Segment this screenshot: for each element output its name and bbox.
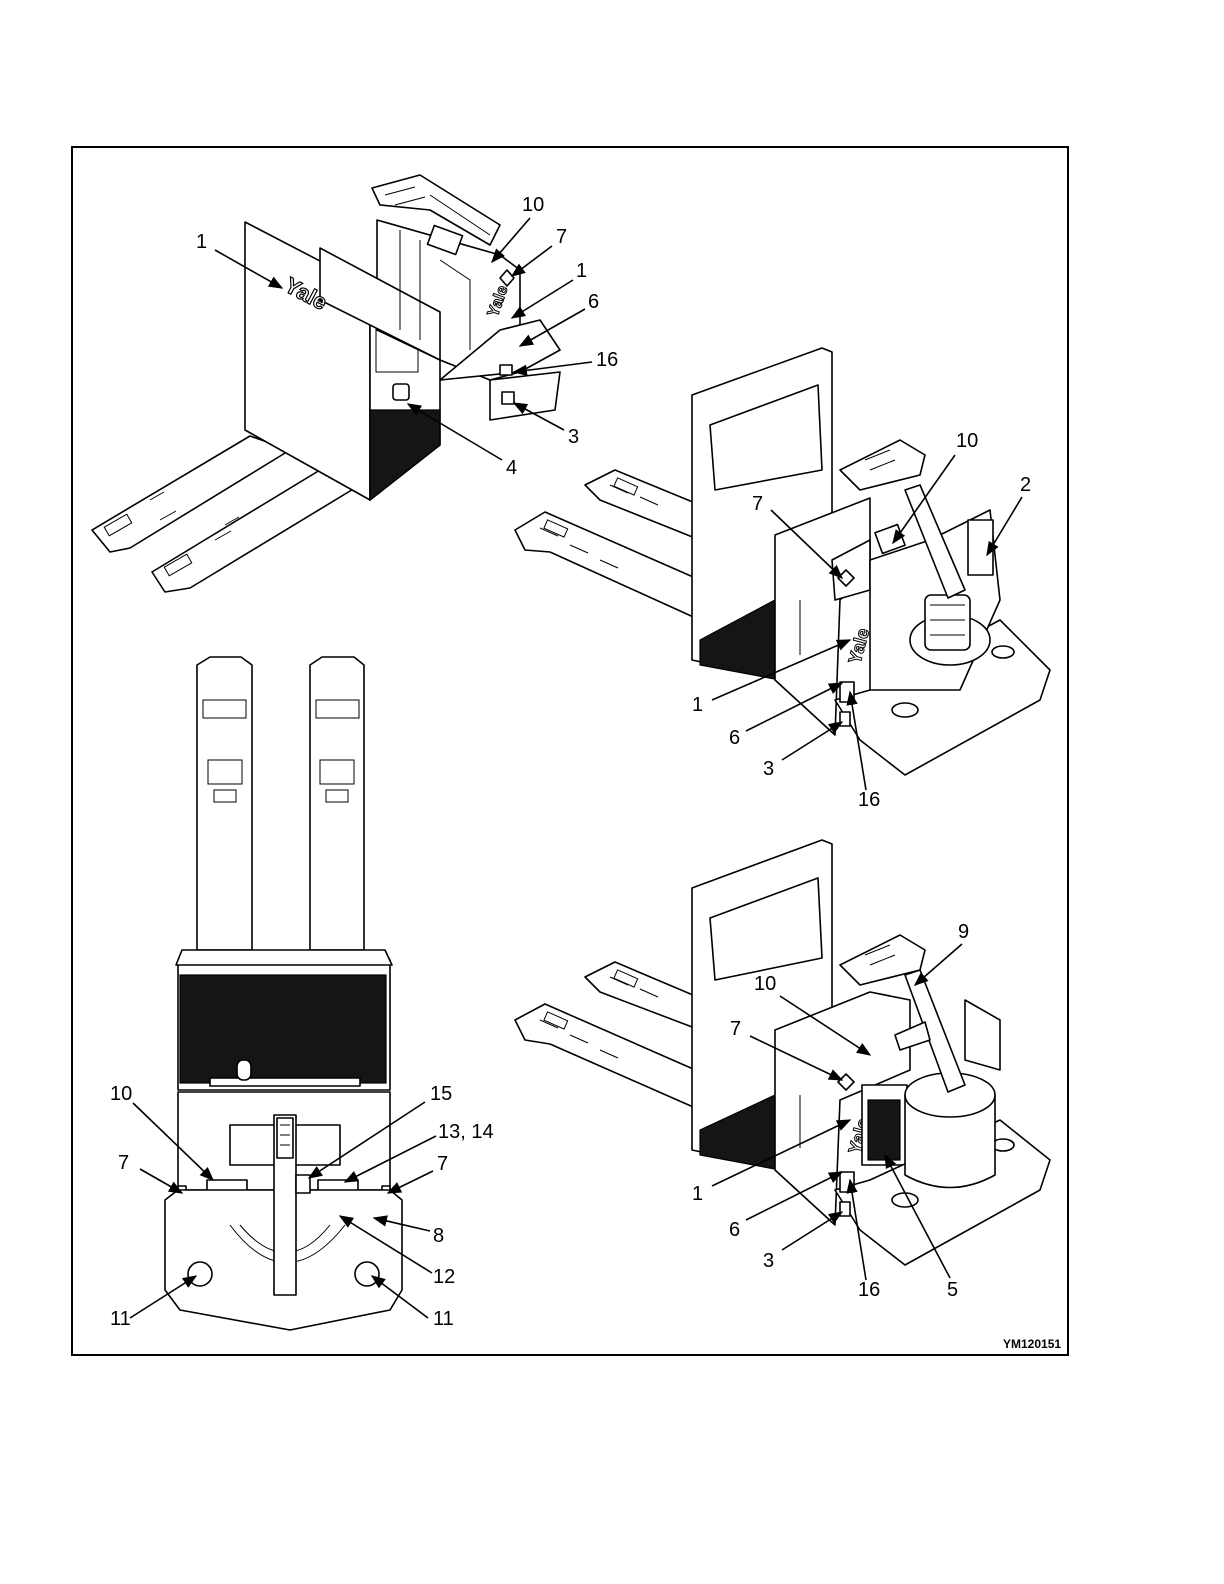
callout-top-left-10: 10 <box>522 194 544 216</box>
callout-top-left-1: 1 <box>196 231 207 253</box>
label-4-plate <box>393 384 409 400</box>
callout-low-3: 3 <box>763 1250 774 1272</box>
callout-low-1: 1 <box>692 1183 703 1205</box>
callout-low-6: 6 <box>729 1219 740 1241</box>
callout-low-7: 7 <box>730 1018 741 1040</box>
caster-right-plan <box>355 1262 379 1286</box>
yale-logo-mid: Yale <box>845 626 874 666</box>
floor-mat-plan <box>180 975 386 1083</box>
callout-plan-8: 8 <box>433 1225 444 1247</box>
callout-plan-15: 15 <box>430 1083 452 1105</box>
floor-mat <box>370 410 440 500</box>
figure-reference-code: YM120151 <box>1003 1337 1061 1351</box>
callout-top-left-4: 4 <box>506 457 517 479</box>
callout-low-16: 16 <box>858 1279 880 1301</box>
fork-left-plan <box>197 657 252 950</box>
callout-mid-1: 1 <box>692 694 703 716</box>
view-middle-right: Yale 10 2 7 1 6 3 16 <box>515 348 1050 811</box>
fork-right-plan <box>310 657 364 950</box>
callout-plan-7-right: 7 <box>437 1153 448 1175</box>
callout-mid-16: 16 <box>858 789 880 811</box>
callout-top-left-6: 6 <box>588 291 599 313</box>
callout-top-left-7: 7 <box>556 226 567 248</box>
callout-low-9: 9 <box>958 921 969 943</box>
callout-low-10: 10 <box>754 973 776 995</box>
callout-mid-7: 7 <box>752 493 763 515</box>
callout-plan-7-left: 7 <box>118 1152 129 1174</box>
callout-mid-6: 6 <box>729 727 740 749</box>
callout-top-left-16: 16 <box>596 349 618 371</box>
callout-top-left-3: 3 <box>568 426 579 448</box>
callout-low-5: 5 <box>947 1279 958 1301</box>
callout-plan-13-14: 13, 14 <box>438 1121 494 1143</box>
callout-mid-2: 2 <box>1020 474 1031 496</box>
callout-mid-10: 10 <box>956 430 978 452</box>
callout-mid-3: 3 <box>763 758 774 780</box>
caster-left-plan <box>188 1262 212 1286</box>
callout-plan-11-left: 11 <box>110 1308 131 1330</box>
callout-top-left-1b: 1 <box>576 260 587 282</box>
callout-plan-11-right: 11 <box>433 1308 454 1330</box>
view-bottom-left: 10 15 13, 14 7 7 8 12 11 11 <box>110 657 494 1330</box>
view-bottom-right: Yale 9 10 7 1 6 3 16 5 <box>515 840 1050 1301</box>
callout-plan-10: 10 <box>110 1083 132 1105</box>
callout-plan-12: 12 <box>433 1266 455 1288</box>
